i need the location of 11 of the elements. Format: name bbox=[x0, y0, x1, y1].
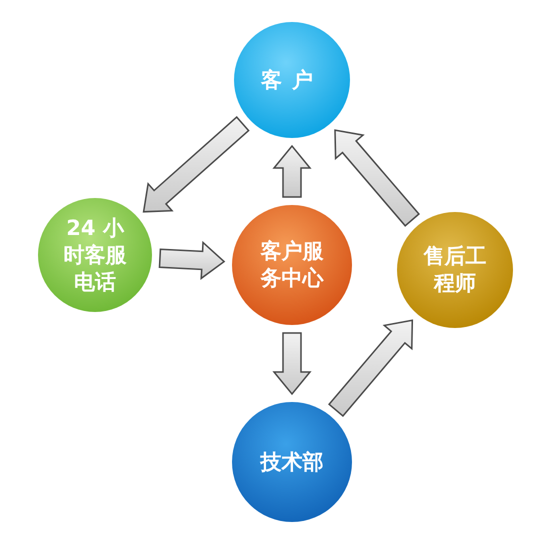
block-arrow bbox=[158, 240, 226, 280]
block-arrow bbox=[272, 144, 312, 198]
block-arrow bbox=[328, 319, 414, 418]
circle-node: 客户 bbox=[234, 22, 350, 138]
circle-node: 客户服务中心 bbox=[232, 205, 352, 325]
circle-node: 24 小时客服电话 bbox=[38, 198, 152, 312]
block-arrow bbox=[334, 129, 420, 227]
circle-node: 售后工程师 bbox=[397, 212, 513, 328]
block-arrow bbox=[272, 332, 312, 396]
block-arrow bbox=[142, 116, 250, 213]
circle-node: 技术部 bbox=[232, 402, 352, 522]
